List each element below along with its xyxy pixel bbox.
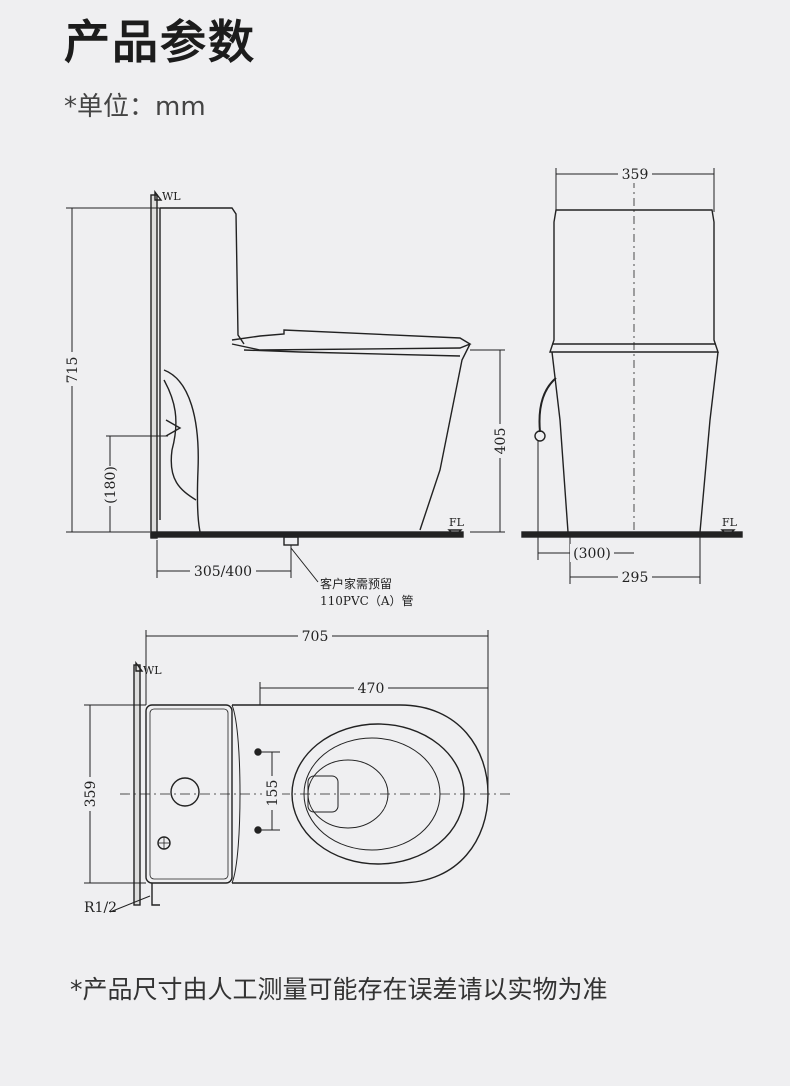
inlet-thread bbox=[151, 883, 160, 906]
side-view bbox=[150, 189, 472, 546]
seat-ring bbox=[291, 723, 465, 865]
top-wl-marker bbox=[135, 660, 144, 672]
body-front bbox=[419, 343, 471, 531]
dim-470-label: 470 bbox=[358, 681, 385, 697]
front-body-left bbox=[551, 351, 569, 533]
dim-405-label: 405 bbox=[493, 428, 509, 455]
dim-rough-in-label: 305/400 bbox=[194, 564, 252, 580]
flush-outlet bbox=[170, 777, 200, 807]
front-floor bbox=[521, 531, 743, 538]
front-dimensions bbox=[537, 168, 715, 584]
front-fl-label: FL bbox=[722, 516, 738, 529]
dim-155-label: 155 bbox=[265, 780, 281, 807]
note-line1: 客户家需预留 bbox=[320, 576, 392, 591]
dim-295-label: 295 bbox=[622, 570, 649, 586]
dim-180-label: (180) bbox=[103, 466, 119, 504]
top-wl-label: WL bbox=[143, 664, 162, 677]
footnote: *产品尺寸由人工测量可能存在误差请以实物为准 bbox=[70, 975, 608, 1004]
dim-715-label: 715 bbox=[65, 357, 81, 384]
inlet-valve bbox=[165, 419, 182, 437]
trapway-inner bbox=[163, 379, 197, 501]
top-wall bbox=[133, 664, 141, 906]
dim-359-top-label: 359 bbox=[83, 781, 99, 808]
wl-marker bbox=[154, 189, 163, 201]
r12-leader bbox=[109, 895, 151, 913]
inlet-thread-label: R1/2 bbox=[84, 900, 117, 916]
top-view bbox=[120, 660, 512, 906]
outlet-pipe bbox=[283, 536, 299, 546]
tank-outline bbox=[160, 207, 245, 345]
note-line2: 110PVC（A）管 bbox=[320, 593, 414, 608]
front-fl-marker bbox=[720, 529, 736, 537]
side-dimensions bbox=[66, 207, 505, 583]
supply-valve bbox=[534, 430, 546, 442]
page-title: 产品参数 bbox=[64, 15, 256, 69]
dim-705-label: 705 bbox=[302, 629, 329, 645]
fl-marker bbox=[447, 529, 463, 537]
side-wl-label: WL bbox=[162, 190, 181, 203]
front-view bbox=[521, 180, 743, 538]
dim-300-label: (300) bbox=[573, 546, 611, 562]
unit-note: *单位：mm bbox=[64, 92, 206, 122]
trapway bbox=[163, 369, 201, 533]
seat-lid bbox=[231, 329, 472, 351]
front-body-right bbox=[699, 351, 719, 533]
seat-underside bbox=[243, 349, 461, 357]
wall bbox=[150, 194, 158, 539]
supply-hose bbox=[538, 377, 557, 433]
note-leader bbox=[290, 547, 319, 583]
dim-359-front-label: 359 bbox=[622, 167, 649, 183]
floor-line bbox=[150, 531, 464, 538]
side-fl-label: FL bbox=[449, 516, 465, 529]
